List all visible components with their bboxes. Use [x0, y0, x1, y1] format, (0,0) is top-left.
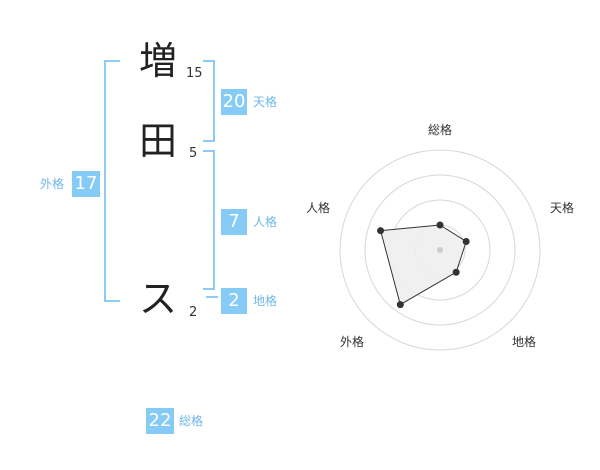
chikaku-bracket	[206, 296, 218, 298]
gaikaku-bracket	[104, 60, 120, 302]
radar-label-gaikaku: 外格	[340, 334, 364, 349]
tenkaku-bracket	[203, 60, 215, 142]
gaikaku-label: 外格	[40, 177, 65, 191]
radar-point-0	[436, 221, 444, 229]
tenkaku-value: 20	[221, 89, 247, 115]
radar-label-jinkaku: 人格	[306, 200, 330, 215]
name-char-3: ス	[138, 277, 177, 321]
jinkaku-label: 人格	[253, 215, 278, 229]
radar-polygon	[379, 224, 467, 306]
name-char-2: 田	[138, 119, 177, 163]
radar-chart: 総格 天格 地格 外格 人格	[306, 122, 574, 351]
radar-ring-4	[339, 149, 541, 351]
radar-center-dot	[437, 247, 443, 253]
radar-point-2	[452, 268, 460, 276]
chikaku-label: 地格	[253, 294, 278, 308]
gaikaku-value: 17	[72, 171, 100, 197]
chikaku-value: 2	[221, 288, 247, 314]
radar-point-1	[462, 238, 470, 246]
stroke-count-2: 5	[189, 146, 198, 161]
radar-point-4	[377, 227, 385, 235]
name-char-1: 増	[138, 39, 177, 83]
radar-label-chikaku: 地格	[512, 334, 536, 349]
radar-ring-3	[364, 174, 516, 326]
radar-label-tenkaku: 天格	[550, 200, 574, 215]
soukaku-label: 総格	[179, 414, 204, 428]
stroke-count-1: 15	[186, 66, 203, 81]
soukaku-value: 22	[146, 408, 174, 434]
stroke-count-3: 2	[189, 305, 198, 320]
jinkaku-value: 7	[221, 209, 247, 235]
tenkaku-label: 天格	[253, 95, 278, 109]
jinkaku-bracket	[203, 150, 215, 290]
radar-label-soukaku: 総格	[428, 122, 452, 137]
radar-point-3	[396, 301, 404, 309]
